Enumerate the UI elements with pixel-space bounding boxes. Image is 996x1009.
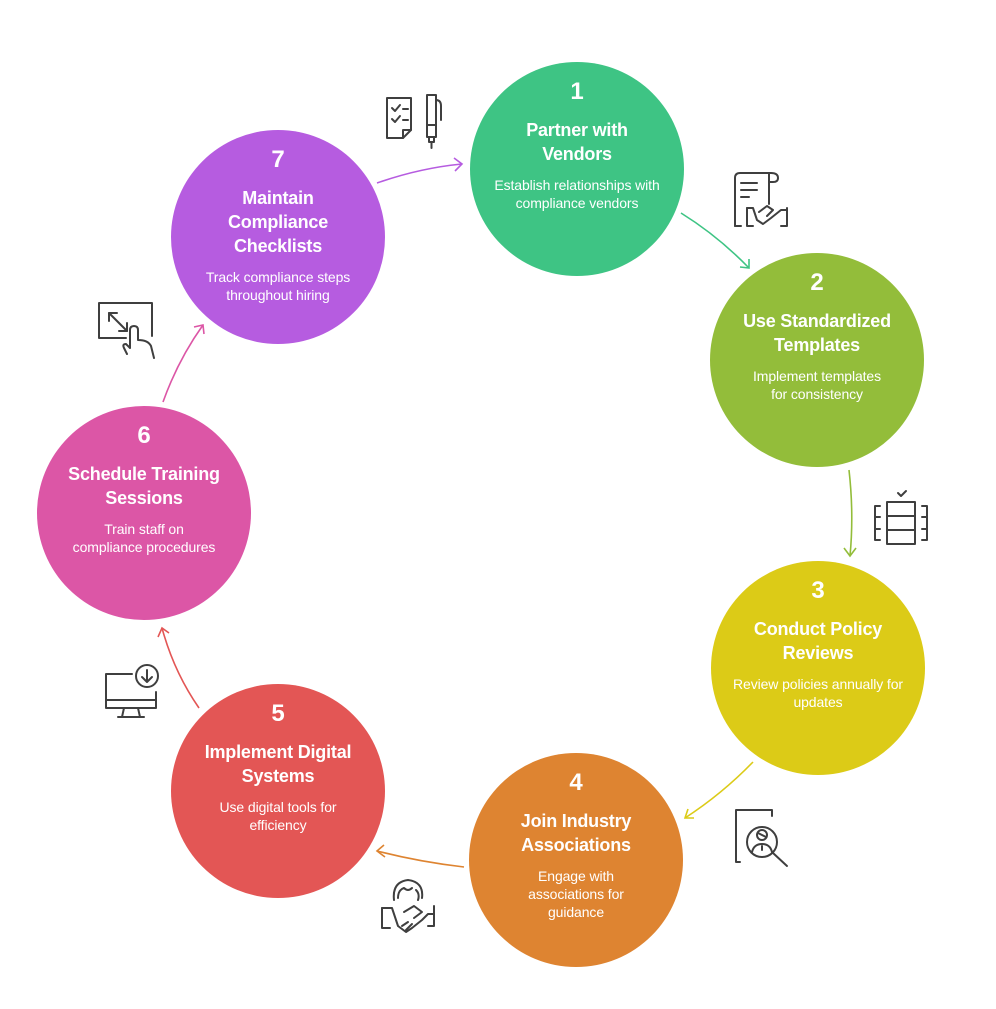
step-title-block: Maintain Compliance Checklists Track com… [185, 186, 371, 304]
step-title: Implement Digital Systems [204, 742, 352, 786]
arrow-2-to-3 [848, 469, 853, 557]
step-7-circle: 7 Maintain Compliance Checklists Track c… [171, 130, 385, 344]
step-title: Conduct Policy Reviews [753, 619, 883, 663]
step-description: Train staff on compliance procedures [72, 521, 216, 555]
step-title: Maintain Compliance Checklists [227, 188, 329, 256]
arrow-5-to-6 [161, 627, 200, 709]
arrowhead-1-to-2 [739, 259, 750, 269]
step-number: 7 [271, 146, 285, 173]
arrowhead-4-to-5 [375, 844, 386, 858]
step-title-block: Schedule Training Sessions Train staff o… [51, 462, 237, 556]
step-title-block: Implement Digital Systems Use digital to… [185, 740, 371, 834]
step-5-circle: 5 Implement Digital Systems Use digital … [171, 684, 385, 898]
arrowhead-3-to-4 [683, 808, 694, 819]
touch-resize-icon [96, 300, 158, 362]
step-4-circle: 4 Join Industry Associations Engage with… [469, 753, 683, 967]
step-title-block: Join Industry Associations Engage with a… [483, 809, 669, 921]
arrow-7-to-1 [376, 163, 463, 184]
step-number: 2 [810, 269, 824, 296]
contract-handshake-icon [731, 170, 793, 230]
arrowhead-2-to-3 [843, 547, 857, 558]
arrow-1-to-2 [680, 212, 750, 269]
step-title: Partner with Vendors [526, 120, 628, 164]
arrowhead-7-to-1 [453, 157, 464, 172]
arrow-3-to-4 [684, 761, 754, 819]
checklist-pen-icon [383, 92, 447, 150]
step-title-block: Partner with Vendors Establish relations… [484, 118, 670, 212]
step-1-circle: 1 Partner with Vendors Establish relatio… [470, 62, 684, 276]
step-description: Implement templates for consistency [752, 368, 882, 402]
step-title-block: Conduct Policy Reviews Review policies a… [725, 617, 911, 711]
step-number: 3 [811, 577, 825, 604]
step-description: Engage with associations for guidance [528, 868, 624, 920]
step-title: Schedule Training Sessions [68, 464, 220, 508]
monitor-download-icon [102, 662, 164, 722]
step-6-circle: 6 Schedule Training Sessions Train staff… [37, 406, 251, 620]
step-description: Track compliance steps throughout hiring [205, 269, 351, 303]
step-2-circle: 2 Use Standardized Templates Implement t… [710, 253, 924, 467]
document-search-person-icon [732, 806, 790, 868]
step-title: Join Industry Associations [520, 811, 632, 855]
arrow-6-to-7 [162, 324, 204, 403]
step-title: Use Standardized Templates [743, 311, 891, 355]
step-number: 5 [271, 700, 285, 727]
step-description: Establish relationships with compliance … [494, 177, 660, 211]
step-number: 4 [569, 769, 583, 796]
arrow-4-to-5 [376, 850, 465, 868]
step-description: Use digital tools for efficiency [219, 799, 337, 833]
step-3-circle: 3 Conduct Policy Reviews Review policies… [711, 561, 925, 775]
step-number: 1 [570, 78, 584, 105]
arrowhead-6-to-7 [193, 324, 205, 335]
server-stack-check-icon [870, 486, 932, 546]
step-description: Review policies annually for updates [733, 676, 903, 710]
global-handshake-icon [378, 876, 438, 938]
arrowhead-5-to-6 [157, 626, 170, 638]
step-title-block: Use Standardized Templates Implement tem… [724, 309, 910, 403]
step-number: 6 [137, 422, 151, 449]
